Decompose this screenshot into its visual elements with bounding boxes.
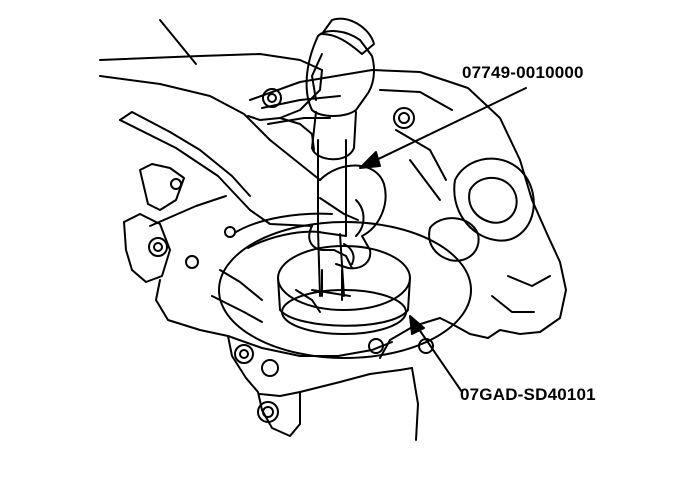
leader-line-handle <box>367 87 527 165</box>
driver-handle <box>311 111 357 297</box>
arrowhead-driver <box>409 315 425 335</box>
callout-driver-part-number: 07GAD-SD40101 <box>460 385 596 404</box>
leader-lines <box>359 87 527 393</box>
upper-hand <box>99 19 323 181</box>
case-housing <box>123 69 567 441</box>
leader-line-driver <box>413 321 463 393</box>
hammer <box>305 17 375 117</box>
lower-hand <box>119 111 387 270</box>
arrowhead-handle <box>359 151 381 169</box>
callout-handle-part-number: 07749-0010000 <box>462 63 584 82</box>
